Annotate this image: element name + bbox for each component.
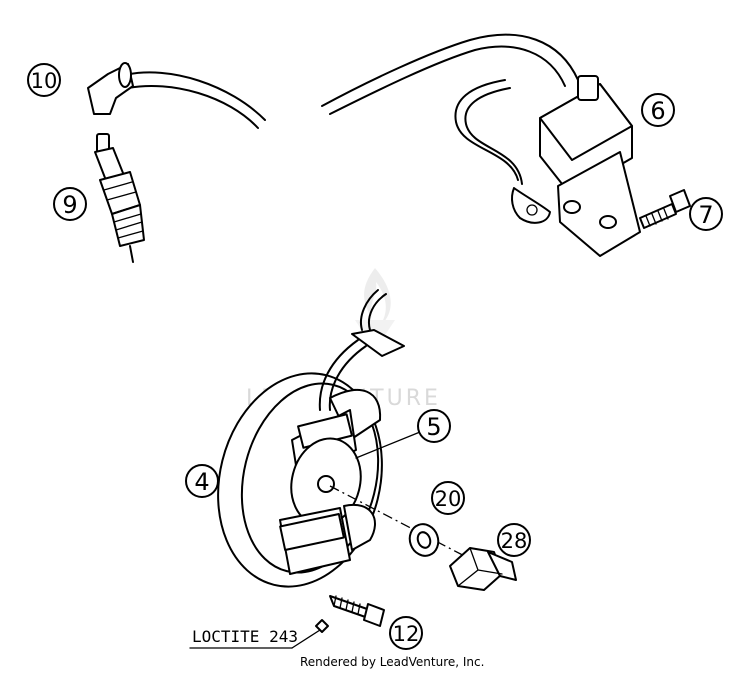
callout-washer: 20 bbox=[431, 481, 465, 515]
svg-text:9: 9 bbox=[62, 191, 77, 219]
svg-text:4: 4 bbox=[194, 468, 209, 496]
callout-ignition-coil: 6 bbox=[641, 93, 675, 127]
washer bbox=[408, 523, 440, 557]
callout-rotor: 4 bbox=[185, 464, 219, 498]
callout-stator: 5 bbox=[355, 409, 451, 459]
loctite-drop-icon bbox=[315, 619, 329, 633]
svg-text:28: 28 bbox=[501, 529, 528, 553]
svg-text:7: 7 bbox=[698, 201, 713, 229]
callout-nut: 28 bbox=[497, 523, 531, 557]
stator bbox=[279, 289, 405, 575]
nut bbox=[449, 547, 517, 591]
centre-line bbox=[329, 485, 477, 563]
svg-text:5: 5 bbox=[426, 413, 441, 441]
svg-text:12: 12 bbox=[393, 622, 420, 646]
callout-spark-plug-connector: 10 bbox=[27, 63, 61, 97]
callout-stator-screw: 12 bbox=[389, 616, 423, 650]
footer-credit: Rendered by LeadVenture, Inc. bbox=[300, 655, 484, 669]
coil-screw bbox=[639, 189, 691, 229]
svg-text:6: 6 bbox=[650, 97, 665, 125]
spark-plug-connector bbox=[87, 62, 266, 129]
ignition-coil-assembly bbox=[321, 33, 641, 257]
svg-text:10: 10 bbox=[31, 69, 58, 93]
loctite-label: LOCTITE 243 bbox=[189, 627, 321, 649]
stator-screw bbox=[315, 595, 385, 633]
spark-plug bbox=[94, 133, 145, 263]
callout-coil-screw: 7 bbox=[689, 197, 723, 231]
svg-text:LOCTITE 243: LOCTITE 243 bbox=[192, 627, 298, 646]
svg-text:20: 20 bbox=[435, 487, 462, 511]
callout-spark-plug: 9 bbox=[53, 187, 87, 221]
